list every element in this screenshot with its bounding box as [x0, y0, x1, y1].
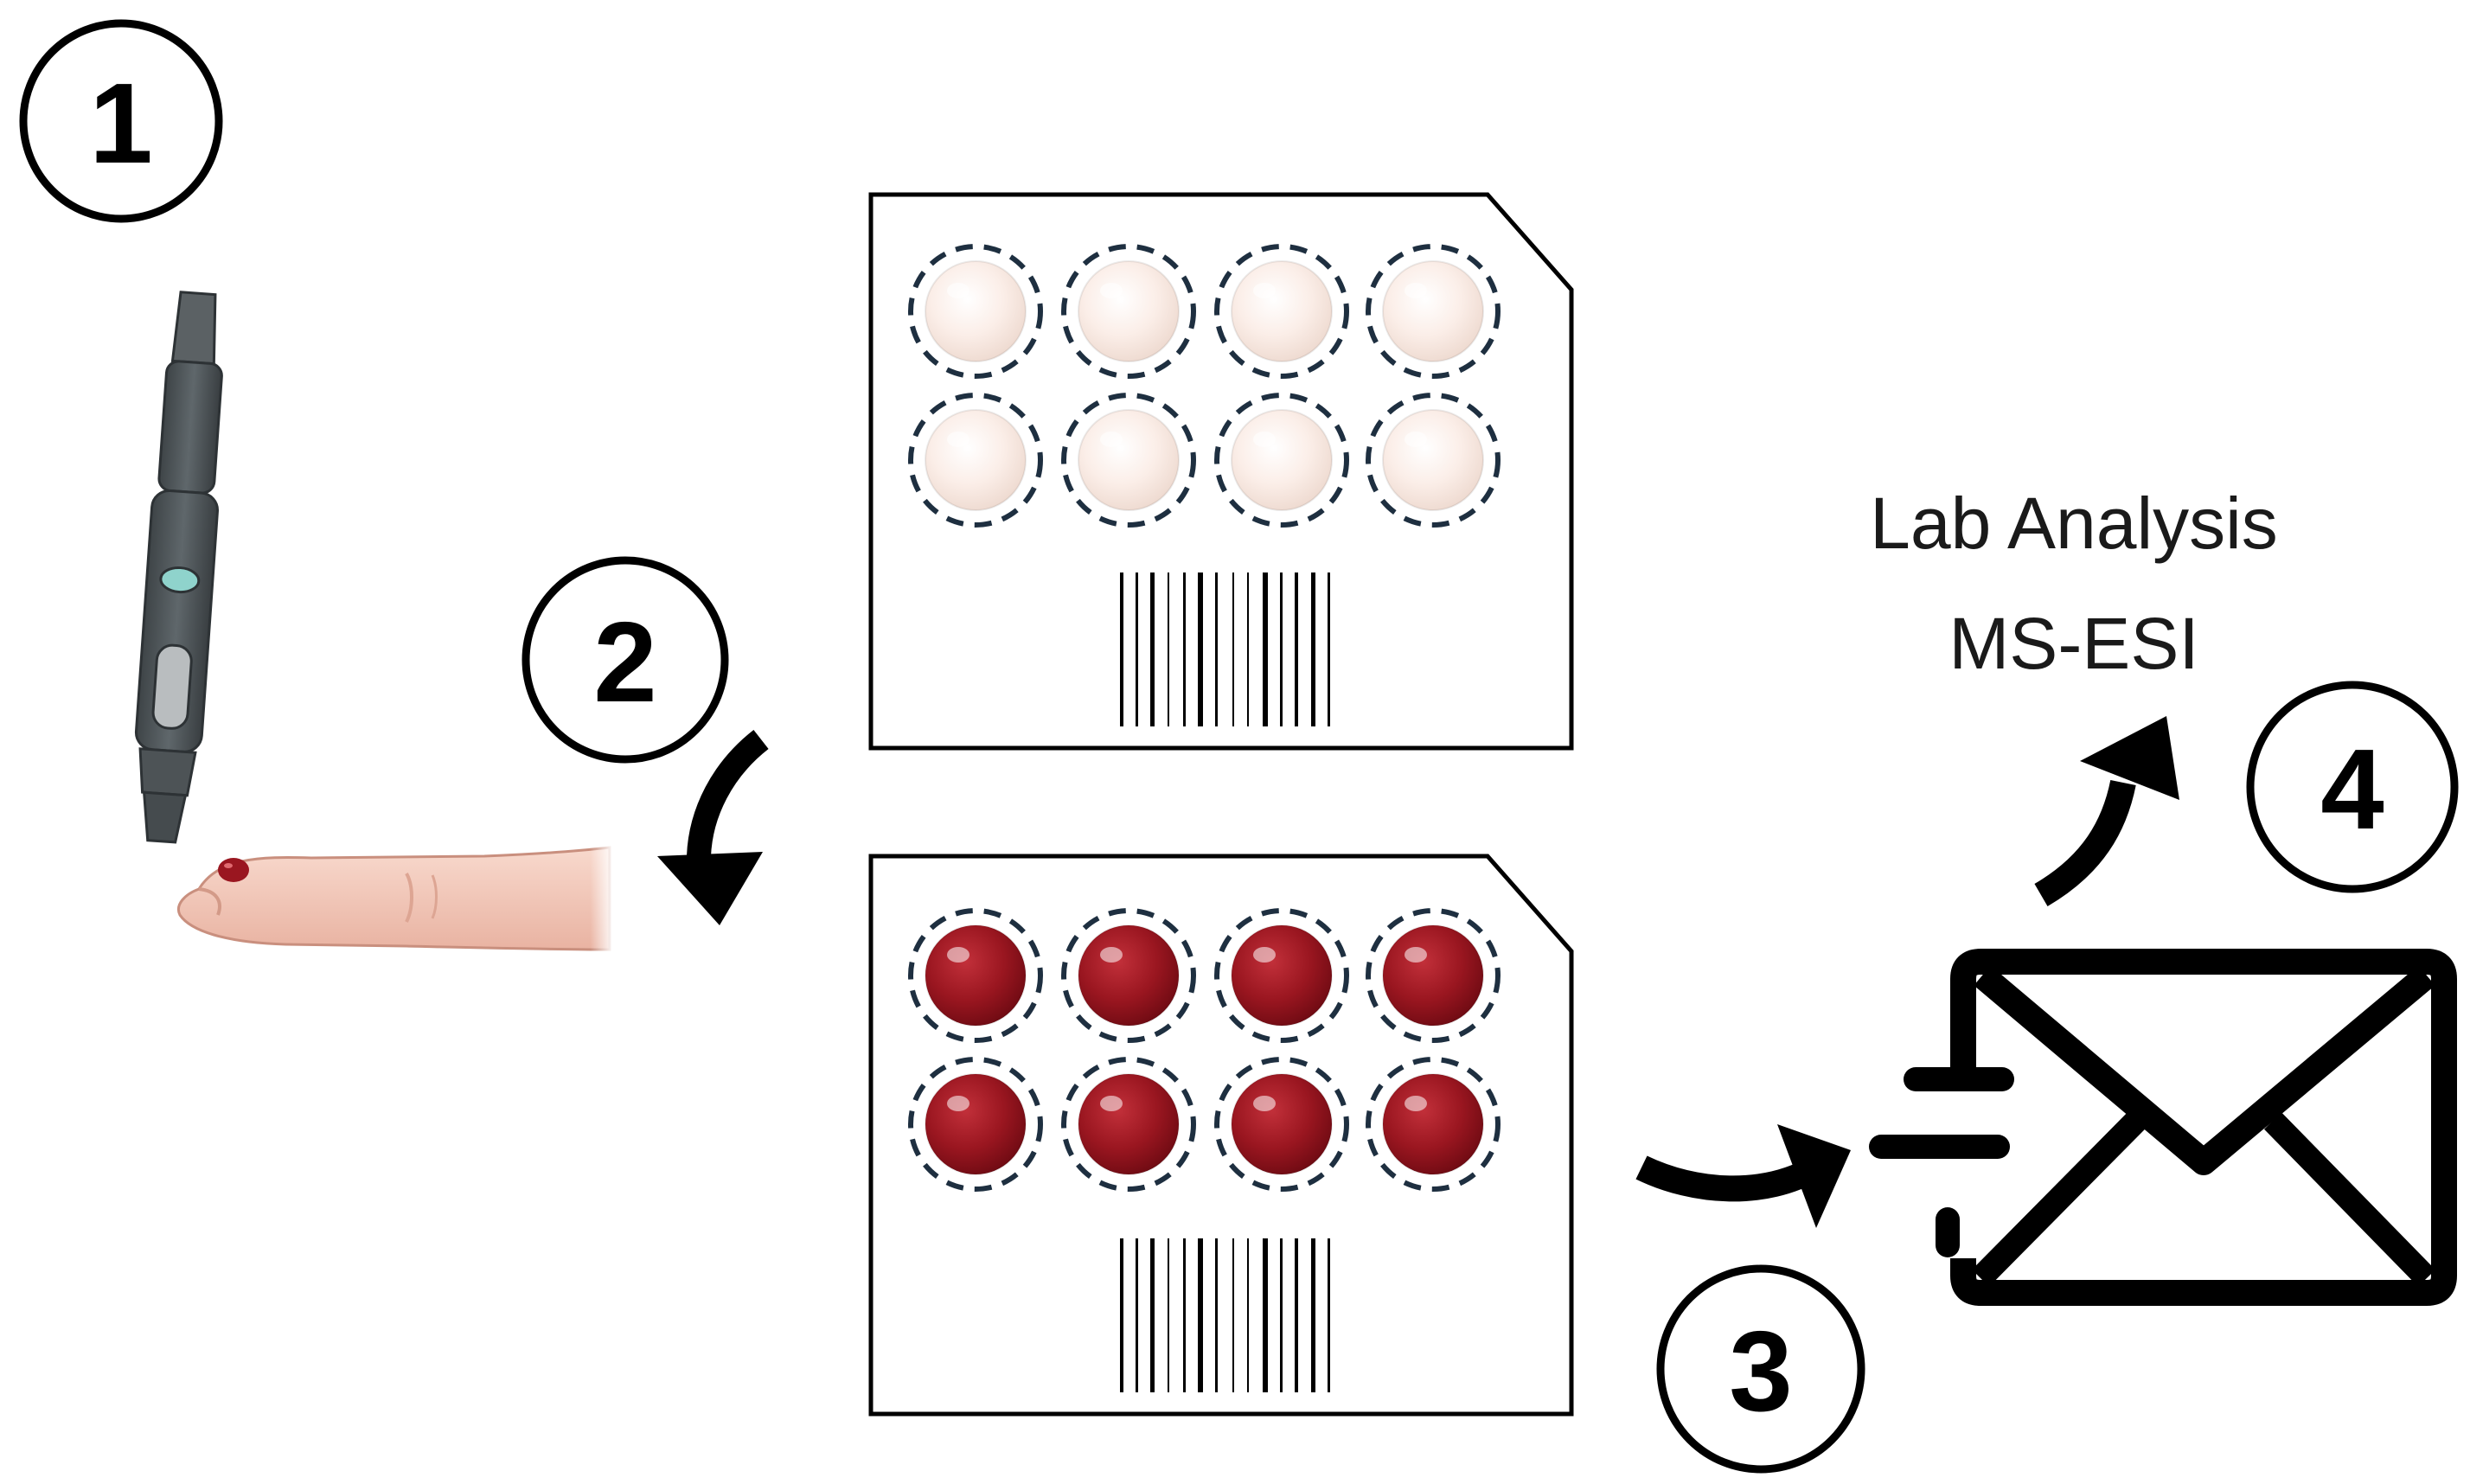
step-1-number: 1 — [89, 60, 152, 187]
blood-spot-8 — [1366, 1057, 1501, 1192]
blood-spot-7 — [1214, 1057, 1349, 1192]
blood-spot-grid — [908, 908, 1501, 1192]
step-3-number: 3 — [1729, 1308, 1792, 1435]
step-4-circle — [2246, 681, 2459, 893]
lancet-icon — [134, 291, 223, 844]
barcode-top — [1120, 572, 1330, 726]
lancet-window — [151, 643, 193, 730]
blood-spot-2 — [1061, 908, 1196, 1043]
lancet-button — [159, 566, 201, 594]
step-2-number: 2 — [593, 598, 656, 726]
blank-spot-6 — [1061, 393, 1196, 528]
curved-arrow-icon — [2034, 716, 2179, 906]
blood-spot-6 — [1061, 1057, 1196, 1192]
step-3-circle — [1656, 1264, 1865, 1474]
envelope-icon — [1869, 949, 2457, 1306]
step-4-number: 4 — [2320, 726, 2384, 853]
barcode-bottom — [1120, 1238, 1330, 1392]
lab-analysis-label: Lab Analysis MS-ESI — [1870, 483, 2278, 684]
blank-spot-3 — [1214, 244, 1349, 379]
blank-spot-5 — [908, 393, 1043, 528]
step-1-badge: 1 — [19, 19, 223, 223]
blank-spot-4 — [1366, 244, 1501, 379]
finger-icon — [177, 843, 614, 956]
blood-spot-1 — [908, 908, 1043, 1043]
blank-spot-1 — [908, 244, 1043, 379]
dried-blood-spot-card-icon — [868, 192, 1574, 751]
blood-spot-4 — [1366, 908, 1501, 1043]
curved-arrow-icon — [657, 729, 769, 925]
step-1-circle — [19, 19, 223, 223]
blank-spot-2 — [1061, 244, 1196, 379]
blood-drop — [218, 858, 249, 882]
lab-analysis-line-2: MS-ESI — [1948, 603, 2198, 684]
blood-spot-5 — [908, 1057, 1043, 1192]
blood-spot-3 — [1214, 908, 1349, 1043]
blank-spot-8 — [1366, 393, 1501, 528]
step-2-badge: 2 — [522, 556, 729, 764]
step-2-circle — [522, 556, 729, 764]
step-4-badge: 4 — [2246, 681, 2459, 893]
curved-arrow-icon — [1635, 1124, 1851, 1228]
step-3-badge: 3 — [1656, 1264, 1865, 1474]
blank-spot-7 — [1214, 393, 1349, 528]
dried-blood-spot-card-icon — [868, 854, 1574, 1417]
blank-spot-grid — [908, 244, 1501, 528]
lab-analysis-line-1: Lab Analysis — [1870, 483, 2278, 564]
